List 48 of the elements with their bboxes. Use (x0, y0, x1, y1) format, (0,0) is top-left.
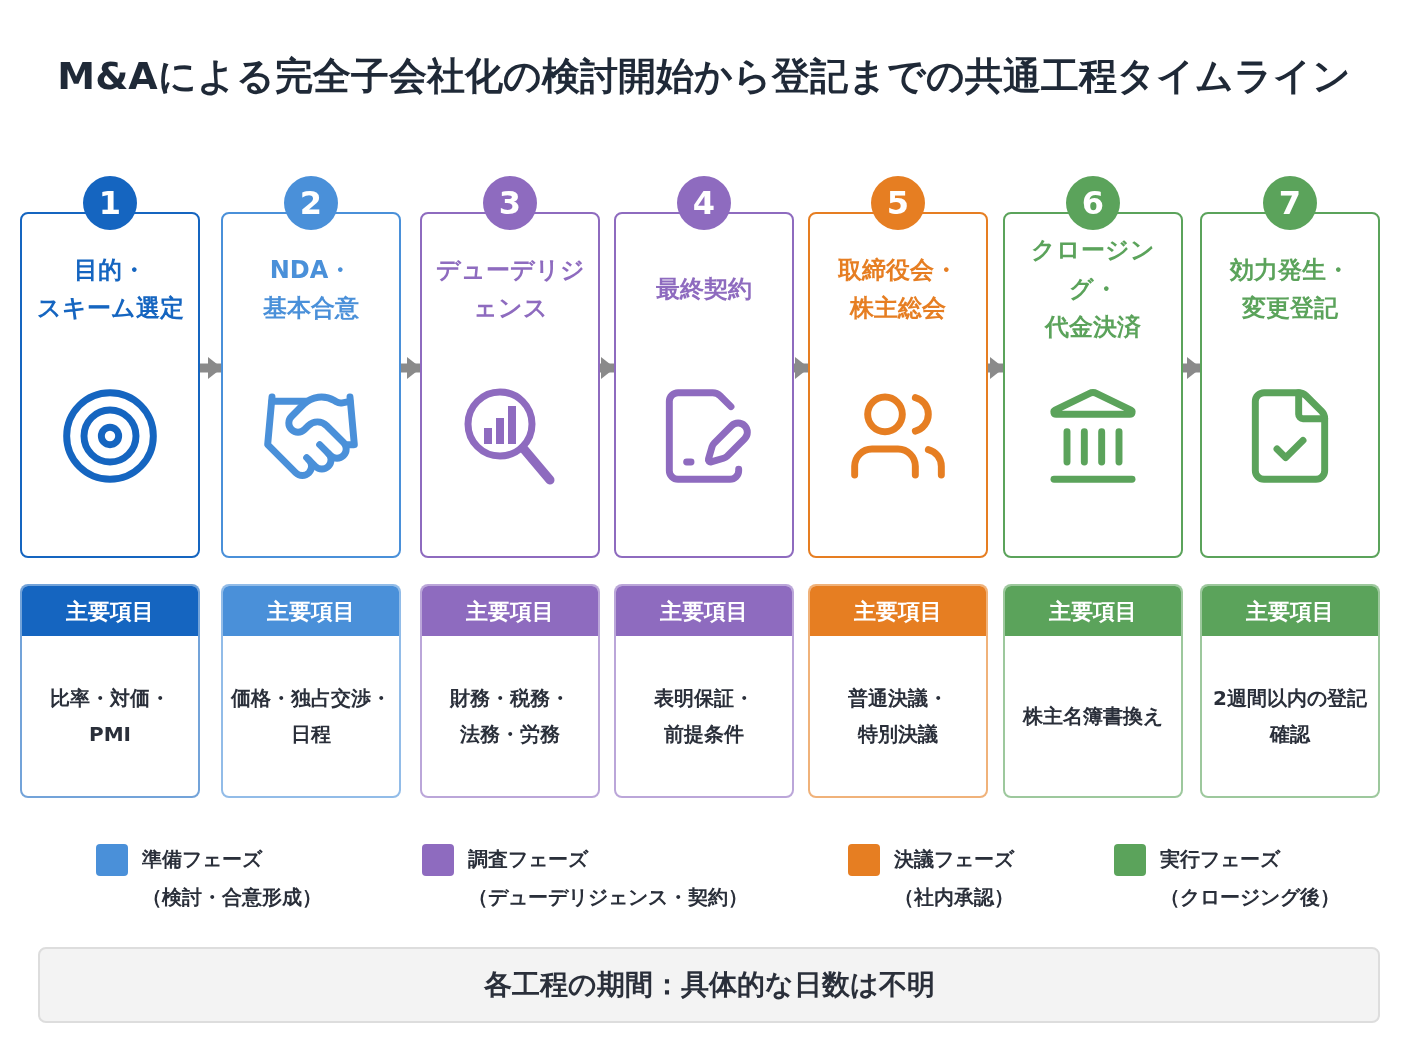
step-title: クロージング・代金決済 (1030, 235, 1156, 344)
arrow (794, 357, 809, 379)
detail-header: 主要項目 (810, 586, 986, 636)
step-number: 2 (284, 176, 338, 230)
step-title: 効力発生・変更登記 (1228, 254, 1351, 324)
step-number: 3 (483, 176, 537, 230)
legend-text: 調査フェーズ（デューデリジェンス・契約） (468, 846, 748, 911)
detail-header: 主要項目 (223, 586, 399, 636)
detail-card (808, 584, 988, 798)
detail-header: 主要項目 (422, 586, 598, 636)
arrow (401, 357, 421, 379)
detail-text: 2週間以内の登記確認 (1212, 685, 1368, 748)
detail-card (221, 584, 401, 798)
detail-header: 主要項目 (22, 586, 198, 636)
detail-text: 比率・対価・PMI (49, 685, 171, 748)
arrow (600, 357, 615, 379)
step-number: 5 (871, 176, 925, 230)
note-text: 各工程の期間：具体的な日数は不明 (483, 967, 935, 1003)
arrow (988, 357, 1004, 379)
detail-text: 普通決議・特別決議 (847, 685, 949, 748)
step-number: 6 (1066, 176, 1120, 230)
step-title: 目的・スキーム選定 (35, 254, 185, 324)
legend-text: 実行フェーズ（クロージング後） (1160, 846, 1340, 911)
step-number: 1 (83, 176, 137, 230)
detail-text: 株主名簿書換え (1023, 703, 1163, 730)
arrow (1183, 357, 1201, 379)
step-title: 最終契約 (656, 273, 752, 305)
step-title: デューデリジェンス (434, 254, 586, 324)
arrow (200, 357, 222, 379)
legend-text: 準備フェーズ（検討・合意形成） (142, 846, 322, 911)
legend-text: 決議フェーズ（社内承認） (894, 846, 1014, 911)
diagram-title: M&Aによる完全子会社化の検討開始から登記までの共通工程タイムライン (56, 53, 1352, 100)
detail-header: 主要項目 (616, 586, 792, 636)
step-number: 4 (677, 176, 731, 230)
detail-card (1003, 584, 1183, 798)
detail-card (420, 584, 600, 798)
detail-text: 財務・税務・法務・労務 (448, 685, 571, 748)
step-title: 取締役会・株主総会 (837, 254, 959, 324)
detail-card (614, 584, 794, 798)
step-number: 7 (1263, 176, 1317, 230)
note-box (38, 947, 1380, 1023)
detail-header: 主要項目 (1005, 586, 1181, 636)
detail-card (1200, 584, 1380, 798)
step-title: NDA・基本合意 (262, 254, 360, 324)
detail-card (20, 584, 200, 798)
detail-text: 表明保証・前提条件 (653, 685, 755, 748)
detail-text: 価格・独占交渉・日程 (231, 685, 391, 748)
detail-header: 主要項目 (1202, 586, 1378, 636)
